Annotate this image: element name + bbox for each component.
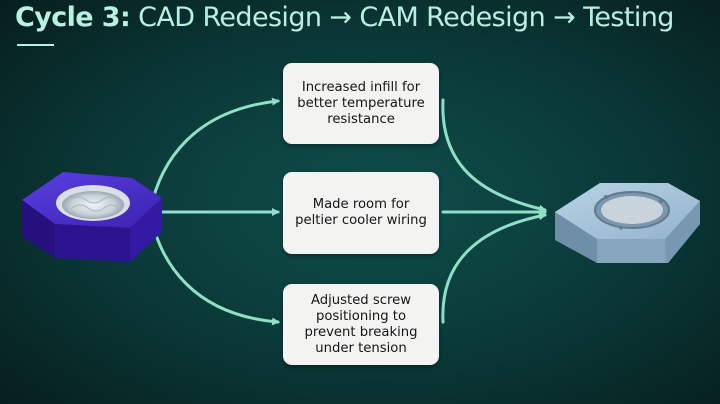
change-box-infill: Increased infill for better temperature … xyxy=(283,63,439,144)
arrow-from-change-1 xyxy=(441,98,547,213)
change-text: Made room for peltier cooler wiring xyxy=(295,197,427,228)
title-underline xyxy=(17,44,54,46)
printed-part-image xyxy=(22,172,162,262)
change-box-screw: Adjusted screw positioning to prevent br… xyxy=(283,284,439,365)
change-box-wiring: Made room for peltier cooler wiring xyxy=(283,172,439,254)
arrow-to-change-3 xyxy=(148,210,280,326)
arrow-from-change-3 xyxy=(441,212,547,324)
change-text: Increased infill for better temperature … xyxy=(297,79,425,127)
arrow-to-change-1 xyxy=(148,97,280,214)
cad-model-image xyxy=(555,183,700,263)
title-steps: CAD Redesign → CAM Redesign → Testing xyxy=(130,2,674,33)
slide-title: Cycle 3: CAD Redesign → CAM Redesign → T… xyxy=(15,2,674,33)
change-text: Adjusted screw positioning to prevent br… xyxy=(304,292,418,356)
cycle-label: Cycle 3: xyxy=(15,2,131,33)
